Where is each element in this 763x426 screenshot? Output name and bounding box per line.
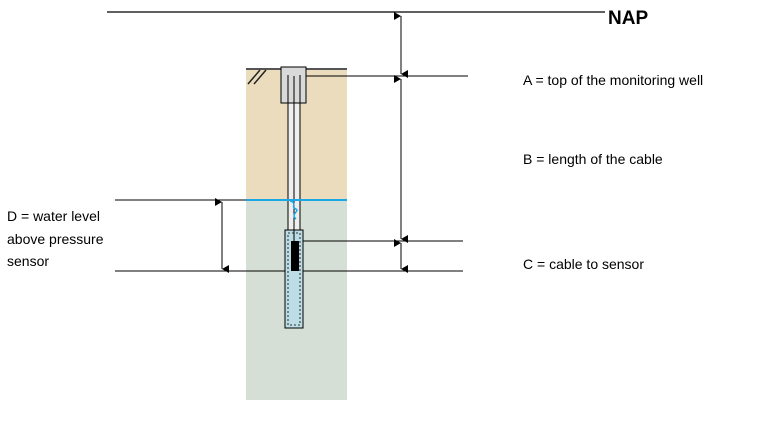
nap-label: NAP: [608, 8, 648, 29]
label-d-line3: sensor: [7, 253, 49, 269]
ground-hatch: [247, 69, 267, 85]
label-d-line1: D = water level: [7, 208, 100, 224]
label-c: C = cable to sensor: [523, 256, 644, 272]
label-b: B = length of the cable: [523, 151, 663, 167]
label-a: A = top of the monitoring well: [523, 72, 703, 88]
water-squiggle-icon: [289, 200, 298, 220]
pressure-sensor: [291, 241, 299, 271]
label-d-line2: above pressure: [7, 231, 104, 247]
